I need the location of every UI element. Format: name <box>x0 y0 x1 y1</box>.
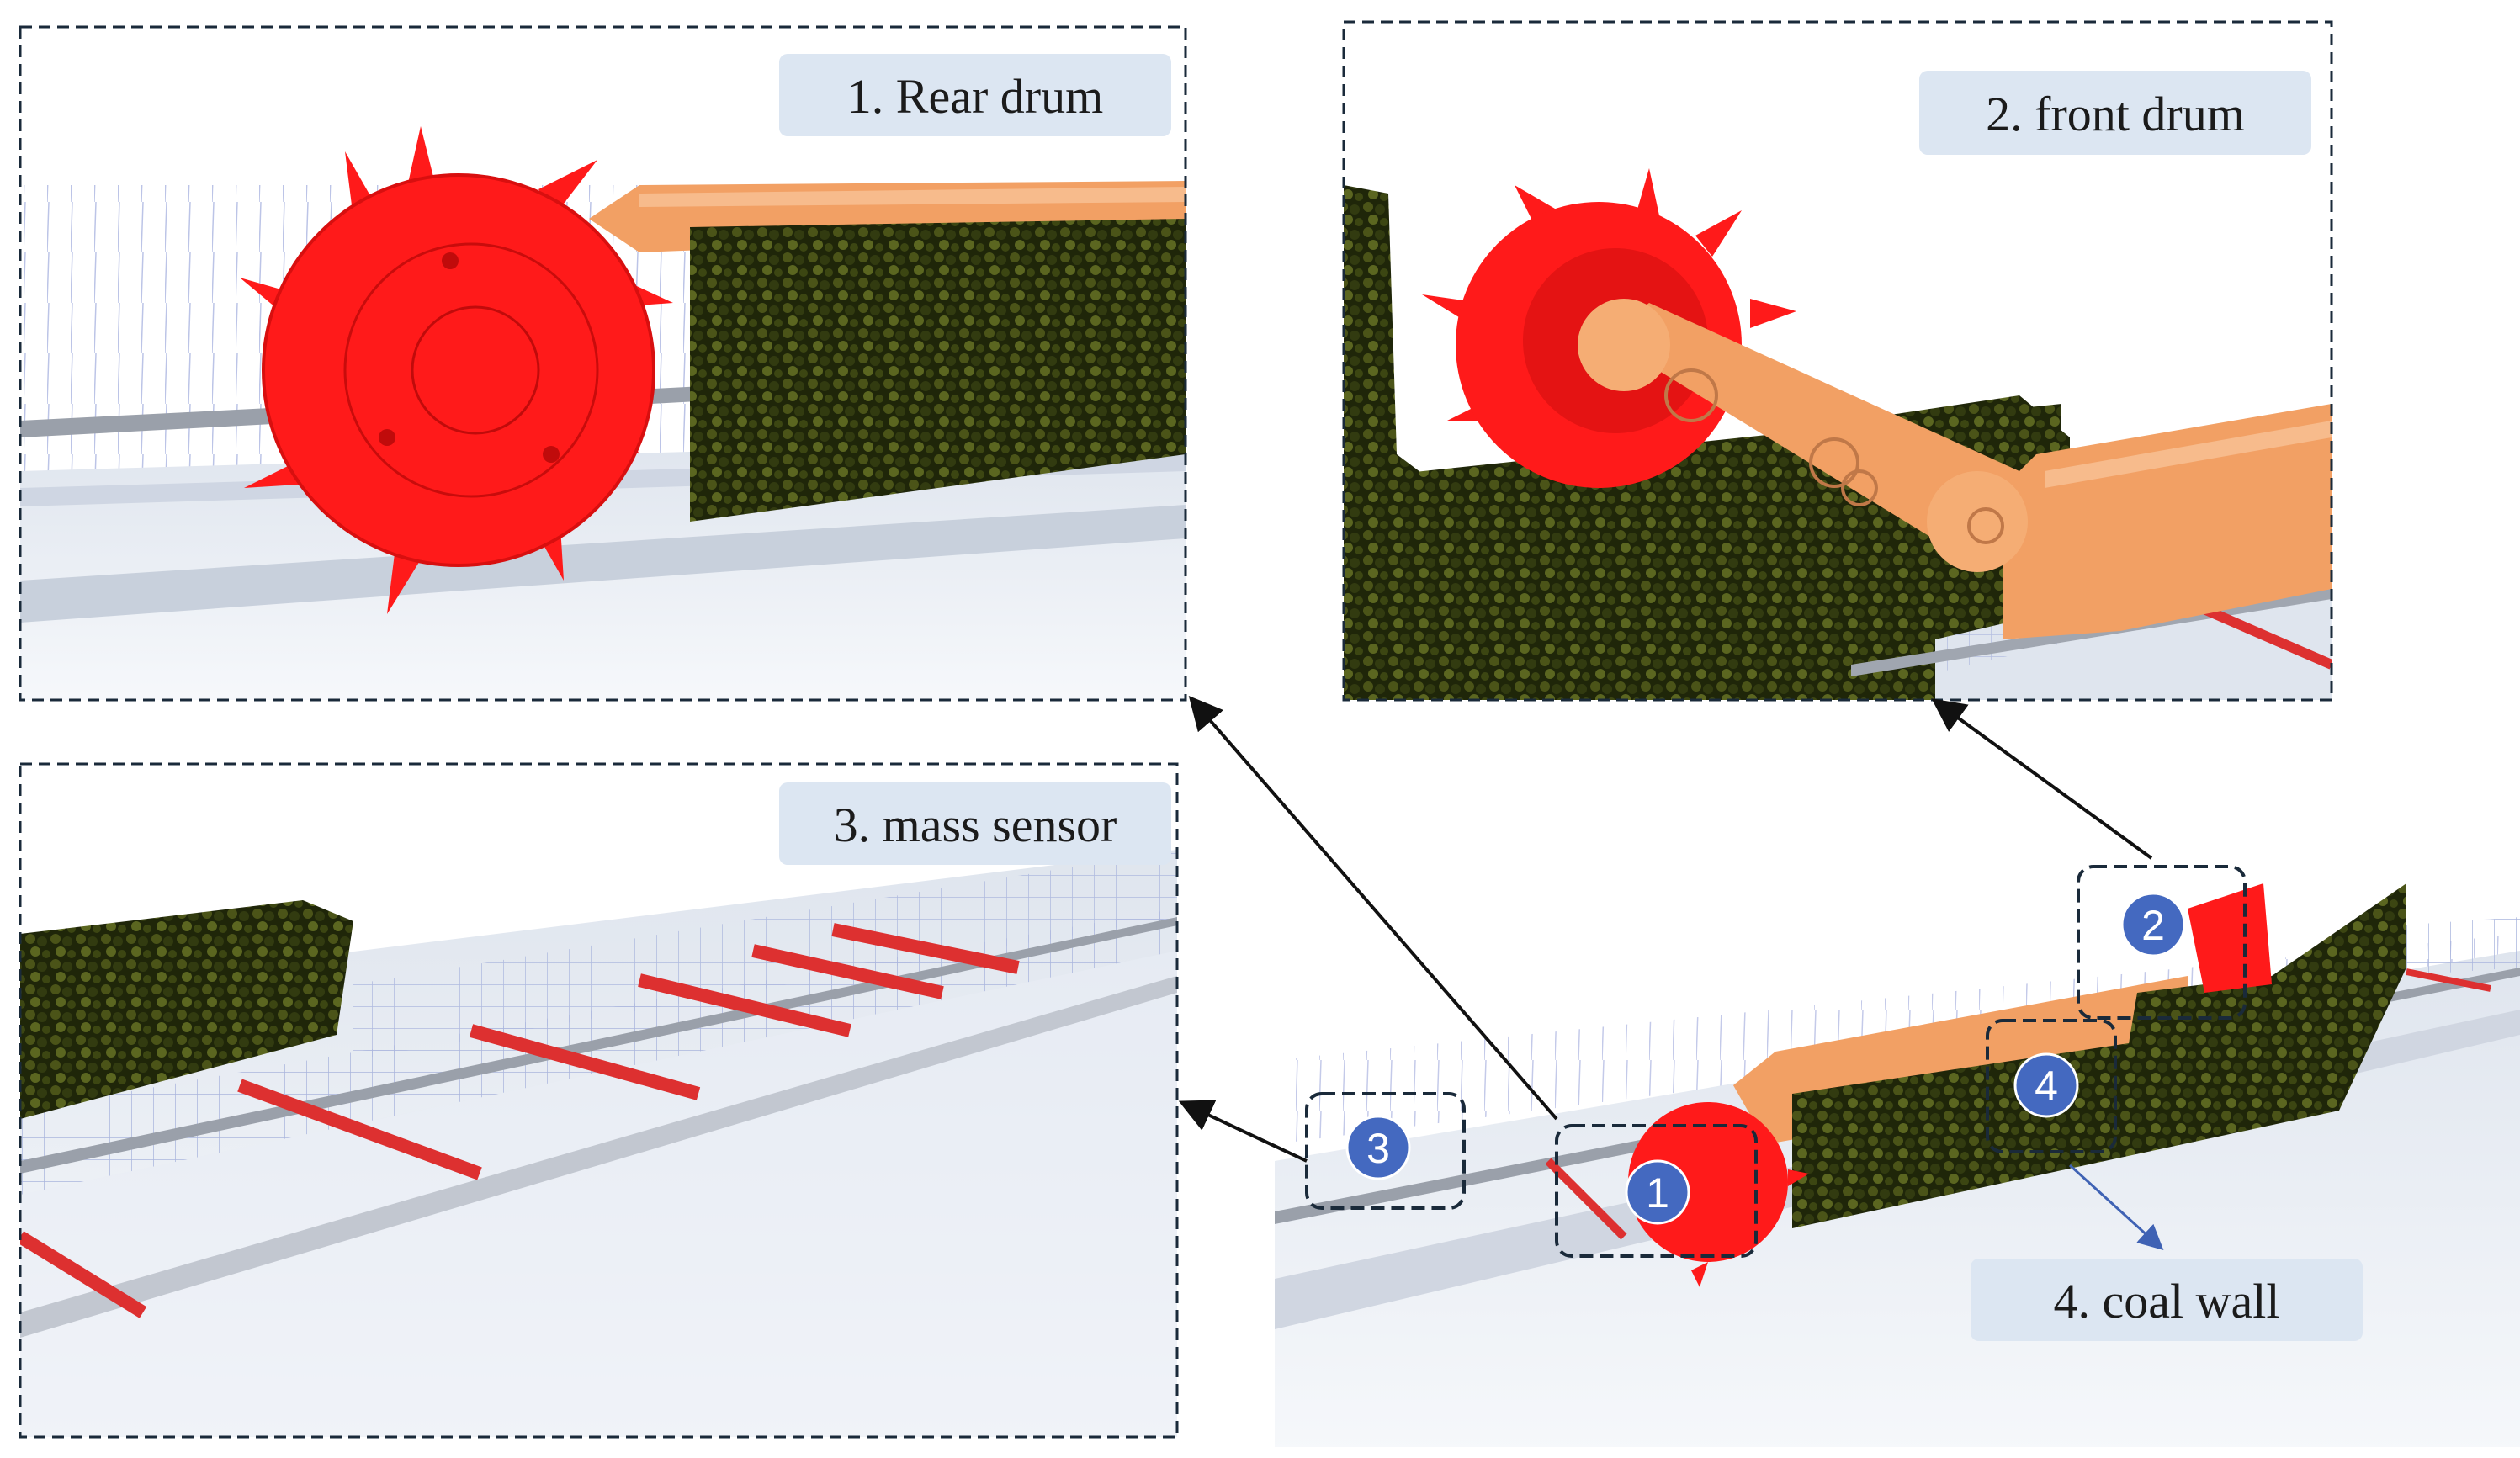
marker-1: 1 <box>1625 1159 1690 1225</box>
rear-drum-arrow <box>1188 695 1558 1121</box>
marker-2: 2 <box>2120 892 2186 957</box>
mass-sensor-scene <box>20 764 1177 1437</box>
svg-text:3: 3 <box>1366 1125 1390 1172</box>
rear-drum-icon <box>240 126 673 614</box>
front-drum-scene <box>1344 22 2332 700</box>
marker-3: 3 <box>1345 1115 1411 1180</box>
coal-wall-arrow <box>2068 1164 2164 1251</box>
svg-text:4: 4 <box>2035 1063 2058 1110</box>
mass-sensor-arrow <box>1178 1100 1308 1163</box>
front-drum-label: 2. front drum <box>1919 71 2311 155</box>
svg-text:1: 1 <box>1646 1169 1669 1217</box>
rear-drum-scene <box>20 27 1186 700</box>
rear-drum-panel-border <box>19 25 1187 702</box>
mass-sensor-panel: 3. mass sensor <box>19 762 1179 1439</box>
mass-sensor-label-text: 3. mass sensor <box>834 798 1117 852</box>
front-drum-arrow <box>1931 698 2153 860</box>
mass-sensor-label: 3. mass sensor <box>779 782 1171 865</box>
sensor-bars <box>20 923 1020 1318</box>
overview-scene: 1 2 3 4 4. coal wall <box>1275 865 2520 1447</box>
marker-4: 4 <box>2013 1052 2079 1118</box>
coal-wall-callout-box <box>1986 1019 2117 1153</box>
front-drum-label-text: 2. front drum <box>1986 87 2245 141</box>
mass-sensor-callout-box <box>1305 1092 1466 1210</box>
rear-drum-panel: 1. Rear drum <box>19 25 1187 702</box>
front-drum-panel: 2. front drum <box>1342 20 2333 702</box>
svg-text:2: 2 <box>2141 902 2165 949</box>
rear-drum-callout-box <box>1555 1124 1758 1258</box>
front-drum-callout-box <box>2077 865 2247 1020</box>
coal-wall-label: 4. coal wall <box>1971 1259 2363 1341</box>
mass-sensor-panel-border <box>19 762 1179 1439</box>
rear-drum-label: 1. Rear drum <box>779 54 1171 136</box>
front-drum-arm <box>1578 299 2028 572</box>
rear-drum-label-text: 1. Rear drum <box>847 69 1103 124</box>
coal-wall-label-text: 4. coal wall <box>2054 1274 2280 1328</box>
